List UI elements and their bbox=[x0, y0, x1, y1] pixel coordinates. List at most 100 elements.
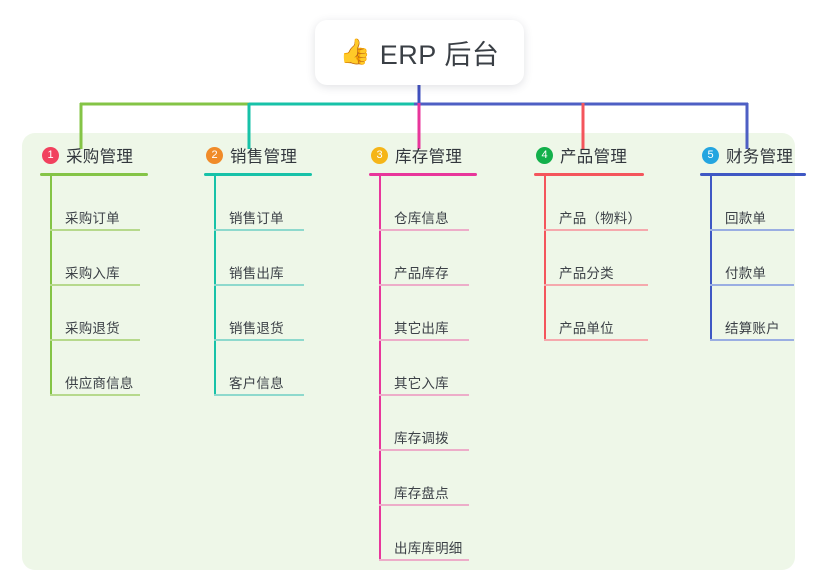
leaf-underline bbox=[544, 229, 648, 231]
leaf-item[interactable]: 销售订单 bbox=[214, 176, 312, 231]
branch-underline bbox=[369, 173, 477, 176]
leaf-underline bbox=[214, 229, 304, 231]
leaf-underline bbox=[379, 284, 469, 286]
leaf-list: 产品（物料） 产品分类产品单位 bbox=[534, 176, 648, 341]
leaf-label: 产品分类 bbox=[559, 266, 614, 281]
leaf-item[interactable]: 采购入库 bbox=[50, 231, 148, 286]
leaf-item[interactable]: 销售退货 bbox=[214, 286, 312, 341]
branch-number-badge: 2 bbox=[206, 146, 223, 164]
leaf-label: 销售退货 bbox=[229, 321, 284, 336]
leaf-underline bbox=[379, 339, 469, 341]
leaf-label: 库存调拨 bbox=[394, 431, 449, 446]
branch-1: 1 采购管理采购订单采购入库采购退货供应商信息 bbox=[40, 142, 148, 396]
leaf-label: 产品（物料） bbox=[559, 211, 642, 226]
leaf-underline bbox=[214, 394, 304, 396]
leaf-label: 其它入库 bbox=[394, 376, 449, 391]
root-title: ERP 后台 bbox=[379, 40, 500, 70]
leaf-item[interactable]: 供应商信息 bbox=[50, 341, 148, 396]
leaf-list: 采购订单采购入库采购退货供应商信息 bbox=[40, 176, 148, 396]
leaf-item[interactable]: 结算账户 bbox=[710, 286, 806, 341]
branch-2: 2 销售管理销售订单销售出库销售退货客户信息 bbox=[204, 142, 312, 396]
root-node[interactable]: 👍 ERP 后台 bbox=[315, 20, 524, 85]
leaf-underline bbox=[710, 339, 794, 341]
branch-3: 3 库存管理仓库信息产品库存其它出库其它入库库存调拨库存盘点出库库明细 bbox=[369, 142, 477, 561]
leaf-label: 库存盘点 bbox=[394, 486, 449, 501]
leaf-item[interactable]: 出库库明细 bbox=[379, 506, 477, 561]
leaf-item[interactable]: 其它入库 bbox=[379, 341, 477, 396]
leaf-item[interactable]: 产品库存 bbox=[379, 231, 477, 286]
branch-header[interactable]: 4 产品管理 bbox=[534, 142, 644, 168]
branch-underline bbox=[534, 173, 644, 176]
branch-underline bbox=[700, 173, 806, 176]
branch-title: 采购管理 bbox=[66, 148, 134, 166]
leaf-underline bbox=[214, 284, 304, 286]
leaf-underline bbox=[379, 449, 469, 451]
leaf-underline bbox=[50, 394, 140, 396]
branch-number-badge: 5 bbox=[702, 146, 719, 164]
branch-5: 5 财务管理回款单付款单结算账户 bbox=[700, 142, 806, 341]
leaf-underline bbox=[379, 504, 469, 506]
leaf-label: 采购订单 bbox=[65, 211, 120, 226]
leaf-item[interactable]: 其它出库 bbox=[379, 286, 477, 341]
branch-number-badge: 1 bbox=[42, 146, 59, 164]
leaf-underline bbox=[710, 229, 794, 231]
leaf-list: 回款单付款单结算账户 bbox=[700, 176, 806, 341]
leaf-label: 供应商信息 bbox=[65, 376, 134, 391]
branch-title: 产品管理 bbox=[560, 148, 628, 166]
branch-spine bbox=[379, 176, 381, 561]
branch-4: 4 产品管理产品（物料） 产品分类产品单位 bbox=[534, 142, 648, 341]
branch-header[interactable]: 2 销售管理 bbox=[204, 142, 312, 168]
branch-header[interactable]: 1 采购管理 bbox=[40, 142, 148, 168]
leaf-label: 产品单位 bbox=[559, 321, 614, 336]
leaf-label: 回款单 bbox=[725, 211, 767, 226]
branch-title: 财务管理 bbox=[726, 148, 794, 166]
leaf-underline bbox=[379, 559, 469, 561]
leaf-item[interactable]: 客户信息 bbox=[214, 341, 312, 396]
leaf-item[interactable]: 回款单 bbox=[710, 176, 806, 231]
branch-spine bbox=[710, 176, 712, 341]
leaf-underline bbox=[379, 229, 469, 231]
leaf-underline bbox=[214, 339, 304, 341]
branch-spine bbox=[214, 176, 216, 396]
leaf-label: 销售订单 bbox=[229, 211, 284, 226]
leaf-underline bbox=[50, 284, 140, 286]
leaf-item[interactable]: 库存调拨 bbox=[379, 396, 477, 451]
leaf-item[interactable]: 产品分类 bbox=[544, 231, 648, 286]
leaf-label: 采购退货 bbox=[65, 321, 120, 336]
leaf-label: 付款单 bbox=[725, 266, 767, 281]
leaf-item[interactable]: 库存盘点 bbox=[379, 451, 477, 506]
thumbs-up-icon: 👍 bbox=[339, 38, 371, 66]
leaf-label: 仓库信息 bbox=[394, 211, 449, 226]
leaf-label: 出库库明细 bbox=[394, 541, 463, 556]
leaf-underline bbox=[379, 394, 469, 396]
leaf-item[interactable]: 产品（物料） bbox=[544, 176, 648, 231]
leaf-label: 其它出库 bbox=[394, 321, 449, 336]
leaf-label: 销售出库 bbox=[229, 266, 284, 281]
leaf-item[interactable]: 付款单 bbox=[710, 231, 806, 286]
branches-panel bbox=[22, 133, 795, 570]
branch-header[interactable]: 3 库存管理 bbox=[369, 142, 477, 168]
branch-number-badge: 4 bbox=[536, 146, 553, 164]
branch-number-badge: 3 bbox=[371, 146, 388, 164]
leaf-item[interactable]: 采购退货 bbox=[50, 286, 148, 341]
branch-spine bbox=[544, 176, 546, 341]
leaf-item[interactable]: 采购订单 bbox=[50, 176, 148, 231]
branch-title: 销售管理 bbox=[230, 148, 298, 166]
leaf-underline bbox=[50, 339, 140, 341]
leaf-list: 销售订单销售出库销售退货客户信息 bbox=[204, 176, 312, 396]
leaf-label: 结算账户 bbox=[725, 321, 780, 336]
branch-underline bbox=[40, 173, 148, 176]
branch-header[interactable]: 5 财务管理 bbox=[700, 142, 806, 168]
leaf-list: 仓库信息产品库存其它出库其它入库库存调拨库存盘点出库库明细 bbox=[369, 176, 477, 561]
leaf-label: 采购入库 bbox=[65, 266, 120, 281]
leaf-item[interactable]: 销售出库 bbox=[214, 231, 312, 286]
branch-title: 库存管理 bbox=[395, 148, 463, 166]
branch-underline bbox=[204, 173, 312, 176]
leaf-item[interactable]: 产品单位 bbox=[544, 286, 648, 341]
leaf-underline bbox=[544, 339, 648, 341]
leaf-underline bbox=[710, 284, 794, 286]
leaf-item[interactable]: 仓库信息 bbox=[379, 176, 477, 231]
leaf-underline bbox=[544, 284, 648, 286]
leaf-label: 客户信息 bbox=[229, 376, 284, 391]
